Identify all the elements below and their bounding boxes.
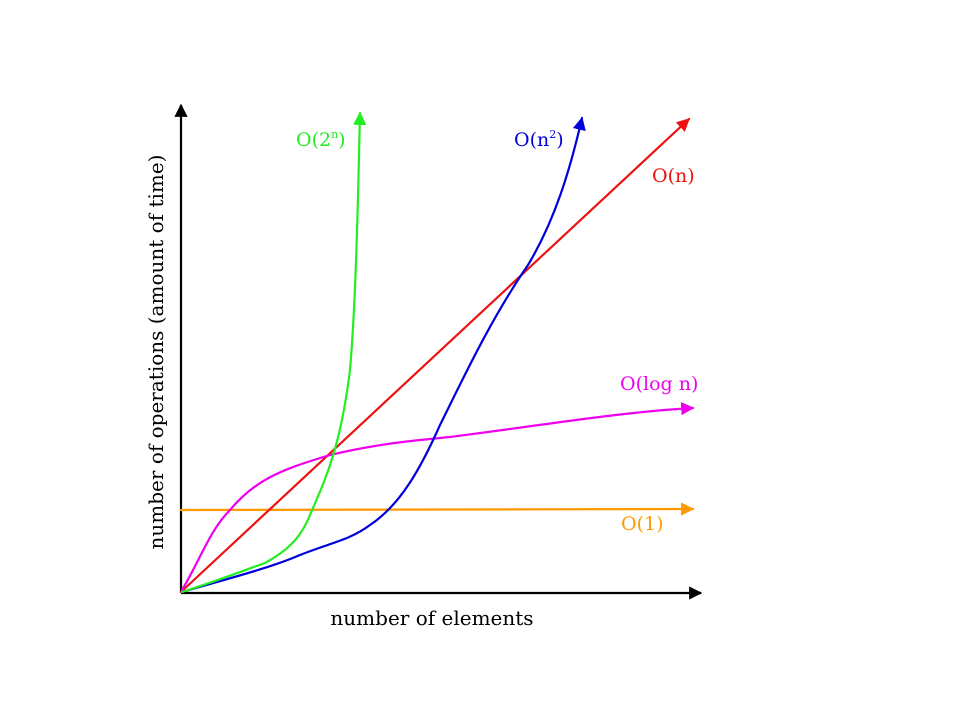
curve-linear [179,117,691,594]
curve-exponential [180,111,367,594]
y-axis-title: number of operations (amount of time) [144,155,168,550]
curve-log [180,402,695,592]
label-quadratic: O(n2) [514,128,564,151]
label-linear: O(n) [652,165,695,187]
label-exponential: O(2n) [296,128,346,151]
x-axis-title: number of elements [330,606,533,630]
curve-quadratic [180,116,586,594]
label-log: O(log n) [620,373,698,395]
label-constant: O(1) [621,513,664,535]
curve-constant [179,502,695,516]
